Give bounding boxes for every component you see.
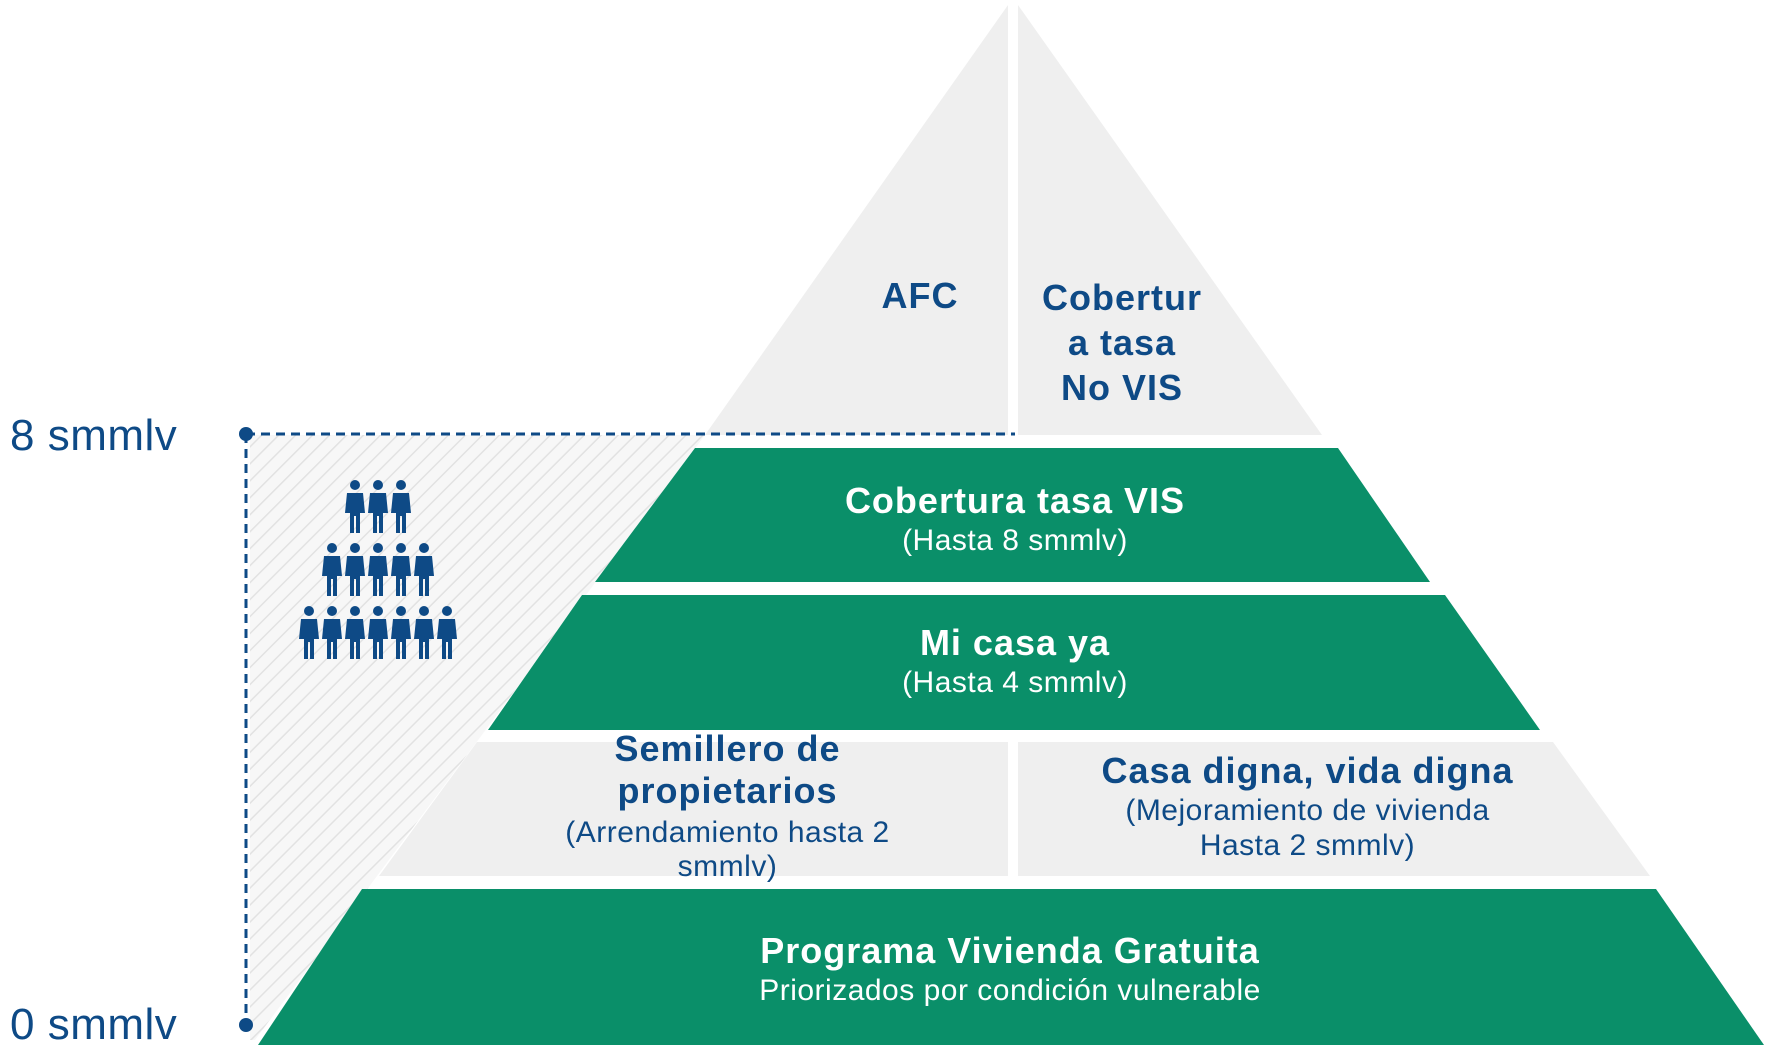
person-figure: [437, 606, 457, 659]
tier-gratuita-subtitle: Priorizados por condición vulnerable: [759, 973, 1261, 1007]
tier-casa-digna-title: Casa digna, vida digna: [1101, 750, 1514, 791]
no-vis-line-1: Cobertur: [1042, 277, 1202, 318]
person-figure: [368, 606, 388, 659]
tier-semillero-label: Semillero de propietarios (Arrendamiento…: [470, 728, 985, 885]
axis-top-label: 8 smmlv: [10, 411, 178, 460]
tier-casa-digna-block: [1018, 742, 1650, 876]
tier-semillero-title-2: propietarios: [617, 769, 838, 811]
person-figure: [414, 543, 434, 596]
people-pyramid-icon: [299, 480, 457, 659]
person-figure: [391, 543, 411, 596]
tier-casa-digna-subtitle-2: Hasta 2 smmlv): [1199, 828, 1416, 862]
tier-casa-digna-subtitle-1: (Mejoramiento de vivienda: [1125, 793, 1490, 827]
no-vis-line-2: a tasa: [1067, 322, 1177, 363]
tier-semillero-subtitle-1: (Arrendamiento hasta 2: [565, 815, 890, 849]
tier-casa-digna-label: Casa digna, vida digna (Mejoramiento de …: [1040, 750, 1575, 863]
no-vis-label: Cobertur a tasa No VIS: [1022, 275, 1222, 410]
axis-top-dot: [239, 427, 253, 441]
axis-bottom-dot: [239, 1018, 253, 1032]
person-figure: [345, 480, 365, 533]
axis-bottom-label: 0 smmlv: [10, 1000, 178, 1049]
tier-gratuita-band: [258, 889, 1764, 1045]
tier-vis-band: [595, 448, 1430, 582]
tier-vis-subtitle: (Hasta 8 smmlv): [902, 523, 1128, 557]
tier-semillero-block: [379, 742, 1008, 876]
person-figure: [345, 606, 365, 659]
hatched-area: [250, 435, 705, 1040]
tier-vis-title: Cobertura tasa VIS: [844, 480, 1186, 521]
apex-left-block: [705, 5, 1008, 435]
tier-semillero-subtitle-2: smmlv): [677, 850, 778, 884]
person-figure: [391, 480, 411, 533]
person-figure: [368, 480, 388, 533]
tier-mi-casa-title: Mi casa ya: [919, 622, 1111, 663]
person-figure: [391, 606, 411, 659]
person-figure: [322, 543, 342, 596]
tier-mi-casa-band: [488, 595, 1540, 730]
person-figure: [414, 606, 434, 659]
person-figure: [322, 606, 342, 659]
apex-divider: [1008, 5, 1018, 435]
tier-semillero-title-1: Semillero de: [614, 728, 841, 769]
tier-vis-label: Cobertura tasa VIS (Hasta 8 smmlv): [700, 480, 1330, 559]
tier-mi-casa-label: Mi casa ya (Hasta 4 smmlv): [700, 622, 1330, 701]
person-figure: [368, 543, 388, 596]
tier-mi-casa-subtitle: (Hasta 4 smmlv): [902, 665, 1128, 699]
afc-label: AFC: [881, 275, 959, 316]
tier-gratuita-title: Programa Vivienda Gratuita: [760, 930, 1260, 971]
tier-gratuita-label: Programa Vivienda Gratuita Priorizados p…: [620, 930, 1400, 1009]
person-figure: [345, 543, 365, 596]
apex-right-block: [1018, 5, 1322, 435]
no-vis-line-3: No VIS: [1060, 367, 1183, 408]
person-figure: [299, 606, 319, 659]
